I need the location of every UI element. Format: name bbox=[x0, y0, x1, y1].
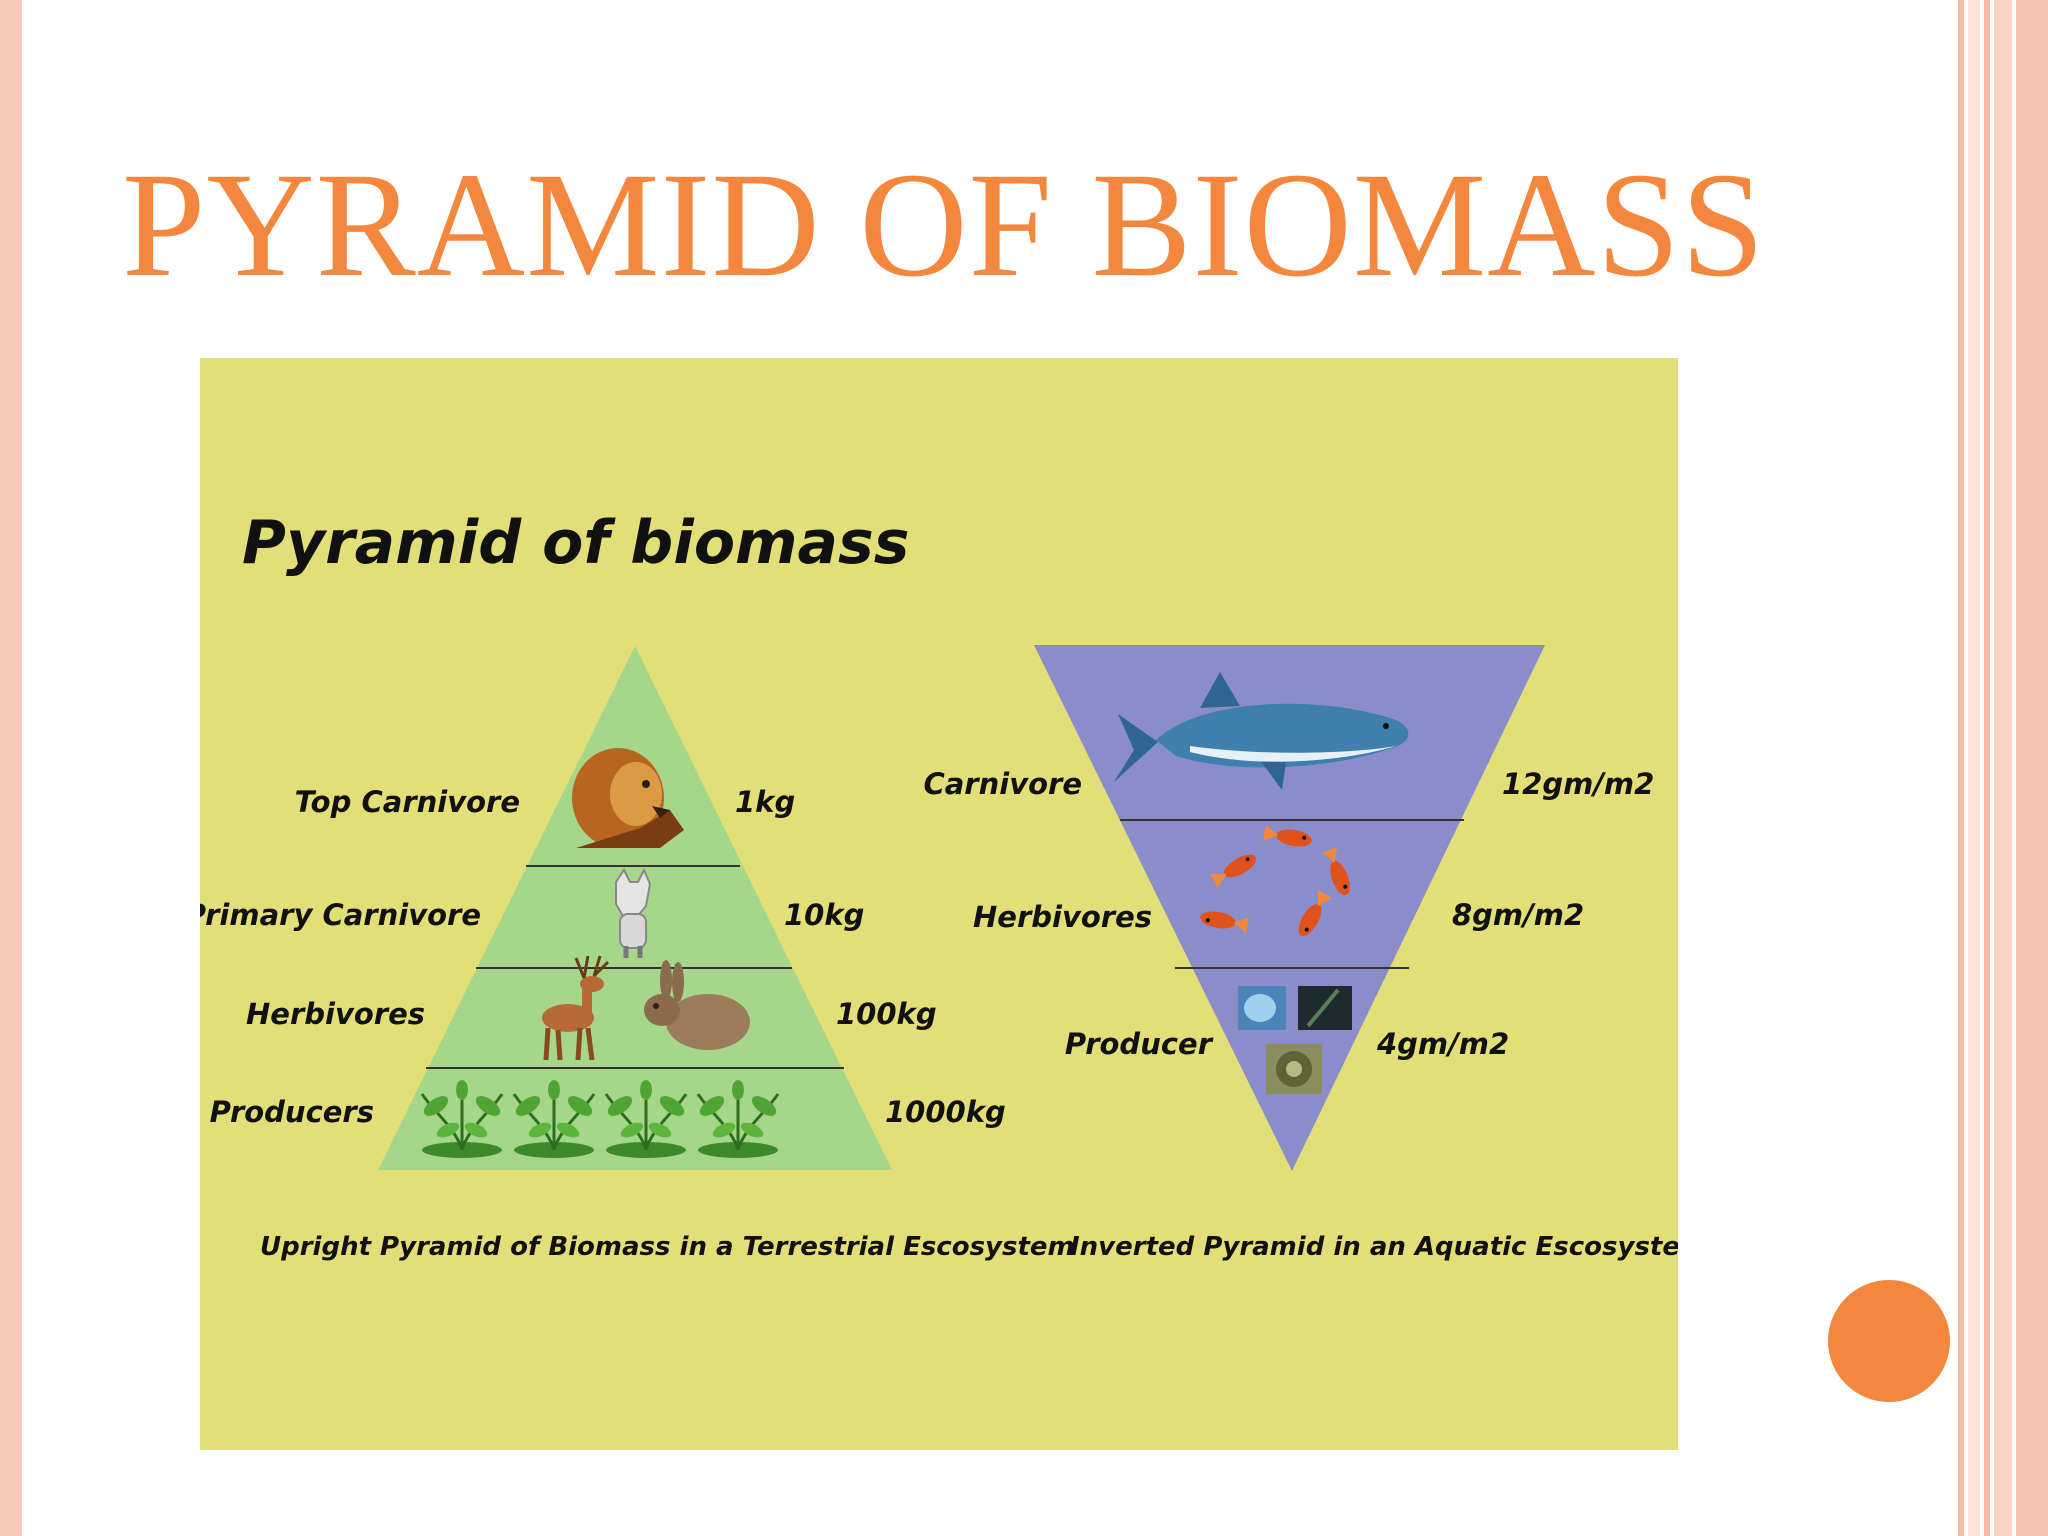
terrestrial-level-value: 1kg bbox=[735, 785, 795, 819]
plant-sprout bbox=[420, 1080, 504, 1158]
fish bbox=[1298, 890, 1332, 937]
shark-icon bbox=[1114, 672, 1409, 790]
decorative-dot bbox=[1828, 1280, 1950, 1402]
aquatic-caption: Inverted Pyramid in an Aquatic Escosyste… bbox=[1070, 1232, 1678, 1262]
pyramid-figure: Pyramid of biomass Top Ca bbox=[200, 358, 1678, 1450]
fish bbox=[1263, 824, 1312, 847]
aquatic-level-value: 8gm/m2 bbox=[1452, 898, 1584, 932]
figure-heading: Pyramid of biomass bbox=[242, 508, 909, 578]
terrestrial-level-label: Primary Carnivore bbox=[200, 898, 481, 932]
aquatic-level-value: 12gm/m2 bbox=[1502, 767, 1654, 801]
inverted-pyramid bbox=[1034, 645, 1545, 1171]
plant-icon bbox=[420, 1080, 780, 1158]
terrestrial-level-value: 10kg bbox=[784, 898, 864, 932]
terrestrial-level-value: 1000kg bbox=[885, 1095, 1006, 1129]
aquatic-level-label: Producer bbox=[1065, 1027, 1214, 1061]
border-stripe-right-2 bbox=[1968, 0, 1980, 1536]
fish bbox=[1210, 854, 1257, 888]
fish bbox=[1200, 911, 1249, 934]
fish bbox=[1322, 847, 1350, 896]
terrestrial-caption: Upright Pyramid of Biomass in a Terrestr… bbox=[260, 1232, 1075, 1262]
terrestrial-level-label: Herbivores bbox=[246, 997, 425, 1031]
wolf-icon bbox=[615, 867, 652, 958]
plant-sprout bbox=[512, 1080, 596, 1158]
deer-icon bbox=[542, 955, 610, 1061]
terrestrial-level-label: Producers bbox=[210, 1095, 374, 1129]
border-stripe-right-4 bbox=[1994, 0, 2012, 1536]
figure-background bbox=[200, 358, 1678, 1450]
terrestrial-level-label: Top Carnivore bbox=[295, 785, 520, 819]
aquatic-level-value: 4gm/m2 bbox=[1376, 1027, 1509, 1061]
border-stripe-left bbox=[0, 0, 22, 1536]
slide-title: PYRAMID OF BIOMASS bbox=[122, 142, 1766, 308]
border-stripe-right-1 bbox=[1958, 0, 1964, 1536]
terrestrial-level-value: 100kg bbox=[836, 997, 937, 1031]
rabbit-icon bbox=[644, 960, 750, 1050]
aquatic-level-label: Carnivore bbox=[923, 767, 1082, 801]
plant-sprout bbox=[604, 1080, 688, 1158]
fish-icon bbox=[1200, 824, 1350, 937]
plant-sprout bbox=[696, 1080, 780, 1158]
lion-icon bbox=[572, 748, 684, 848]
phytoplankton-icon bbox=[1238, 986, 1352, 1094]
border-stripe-right-5 bbox=[2016, 0, 2048, 1536]
border-stripe-right-3 bbox=[1984, 0, 1990, 1536]
aquatic-level-label: Herbivores bbox=[973, 900, 1152, 934]
